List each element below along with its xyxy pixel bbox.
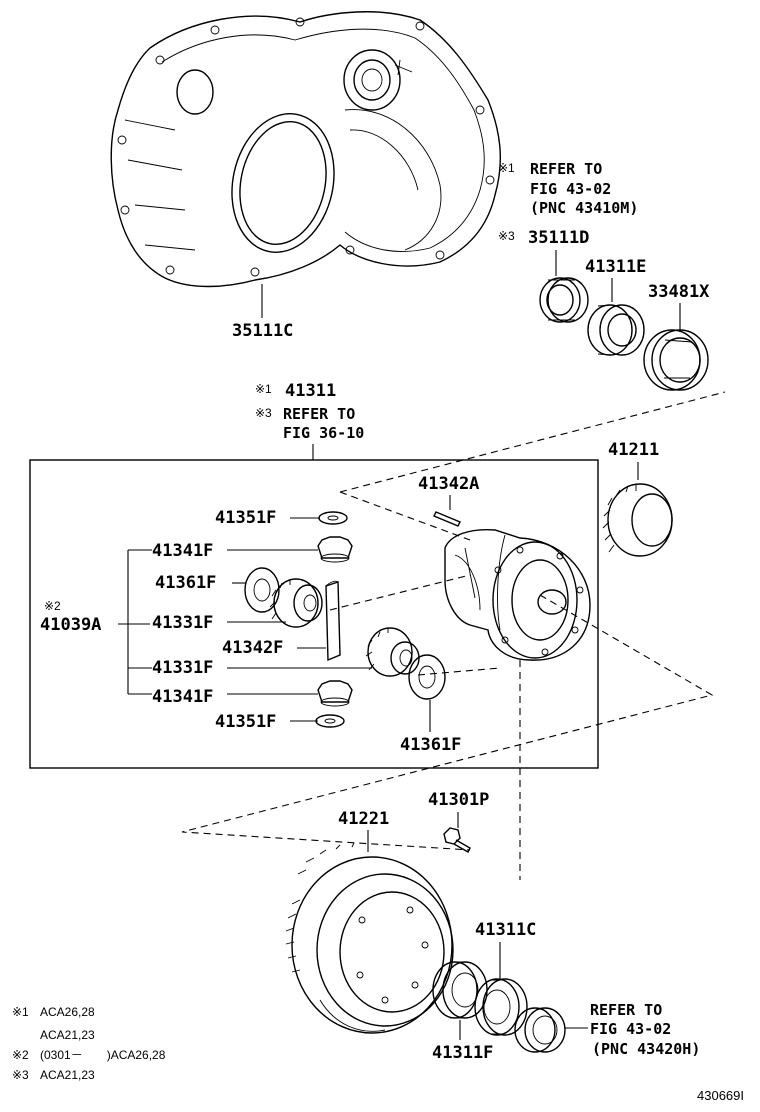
callout-35111C: 35111C (232, 321, 293, 341)
ref1-line1: REFER TO (530, 160, 602, 178)
side-gear-41331F-bottom-illustration (365, 627, 420, 677)
washer-41351F-bottom-illustration (315, 714, 345, 728)
washer-41351F-top-illustration (318, 511, 348, 525)
ref3-line2: FIG 36-10 (283, 424, 364, 442)
oil-seal-bottom-right-illustration (514, 1007, 566, 1053)
callout-41351F-bottom: 41351F (215, 712, 276, 732)
callout-41311F: 41311F (432, 1043, 493, 1063)
callout-41361F-left: 41361F (155, 573, 216, 593)
ref2-line1: REFER TO (590, 1001, 662, 1019)
callout-35111D-mark: ※3 (498, 229, 515, 243)
bolt-41301P-illustration (443, 827, 471, 853)
callout-41351F-top: 41351F (215, 508, 276, 528)
oil-seal-35111D-illustration (539, 277, 589, 323)
race-33481X-illustration (643, 329, 709, 391)
pin-41342A-illustration (433, 511, 461, 527)
side-gear-41331F-top-illustration (269, 578, 323, 628)
note3-line1: ACA21,23 (40, 1068, 95, 1082)
bearing-41311F-illustration (432, 961, 488, 1019)
callout-41311E: 41311E (585, 257, 646, 277)
callout-41211: 41211 (608, 440, 659, 460)
note1-line2: ACA21,23 (40, 1028, 95, 1042)
ref1-line3: (PNC 43410M) (530, 199, 638, 217)
callout-41311C: 41311C (475, 920, 536, 940)
speedometer-gear-41211-illustration (602, 483, 673, 557)
callout-41039A: 41039A (40, 615, 101, 635)
figure-code: 430669I (697, 1088, 744, 1103)
callout-41311: 41311 (285, 381, 336, 401)
ref3-mark: ※3 (255, 406, 272, 420)
pinion-shaft-41342F-illustration (325, 580, 341, 662)
callout-41039A-mark: ※2 (44, 599, 61, 613)
thrust-washer-41361F-left-illustration (244, 567, 280, 613)
thrust-washer-41361F-right-illustration (408, 654, 446, 700)
bearing-41311E-illustration (587, 304, 645, 356)
pinion-41341F-bottom-illustration (317, 680, 353, 707)
ref1-line2: FIG 43-02 (530, 180, 611, 198)
callout-41301P: 41301P (428, 790, 489, 810)
callout-41311-mark: ※1 (255, 382, 272, 396)
ref1-mark: ※1 (498, 161, 515, 175)
callout-33481X: 33481X (648, 282, 710, 302)
callout-41341F-top: 41341F (152, 541, 213, 561)
ref3-line1: REFER TO (283, 405, 355, 423)
note3-mark: ※3 (12, 1068, 29, 1082)
callout-41221: 41221 (338, 809, 389, 829)
note1-mark: ※1 (12, 1005, 29, 1019)
callout-41331F-bottom: 41331F (152, 658, 213, 678)
callout-41342A: 41342A (418, 474, 479, 494)
note1-line1: ACA26,28 (40, 1005, 95, 1019)
note2-mark: ※2 (12, 1048, 29, 1062)
ring-gear-41221-illustration (285, 842, 454, 1034)
note2-line1: (0301－ )ACA26,28 (40, 1048, 166, 1062)
callout-41342F: 41342F (222, 638, 283, 658)
callout-41361F-right: 41361F (400, 735, 461, 755)
callout-35111D: 35111D (528, 228, 589, 248)
callout-41331F-top: 41331F (152, 613, 213, 633)
pinion-41341F-top-illustration (317, 536, 353, 563)
ref2-line2: FIG 43-02 (590, 1020, 671, 1038)
differential-case-illustration (444, 528, 591, 661)
transaxle-housing-illustration (110, 11, 502, 288)
differential-group-frame (29, 459, 599, 769)
ref2-line3: (PNC 43420H) (592, 1040, 700, 1058)
callout-41341F-bottom: 41341F (152, 687, 213, 707)
